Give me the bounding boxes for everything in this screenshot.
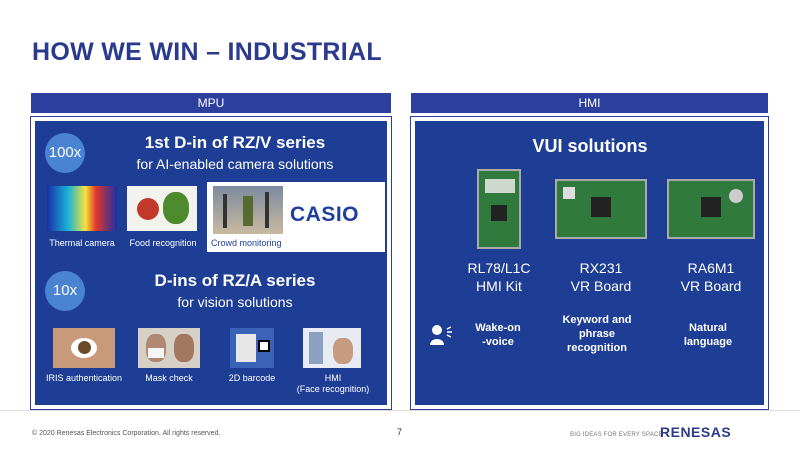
food-recognition-label: Food recognition: [129, 238, 197, 248]
rx231-board-image: [555, 179, 647, 239]
rzv-heading: 1st D-in of RZ/V series: [144, 133, 326, 152]
crowd-monitoring-image: [213, 186, 283, 234]
feature-natural-language: Natural language: [683, 322, 733, 348]
rl78-board-image: [477, 169, 521, 249]
ra6m1-board-image: [667, 179, 755, 239]
hmi-panel-header: HMI: [411, 93, 768, 113]
page-number: 7: [397, 427, 403, 437]
tagline: BIG IDEAS FOR EVERY SPACE: [570, 432, 663, 438]
thermal-camera-image: [47, 186, 117, 231]
casio-logo: CASIO: [290, 203, 360, 226]
crowd-monitoring-label: Crowd monitoring: [211, 238, 282, 248]
thermal-camera-label: Thermal camera: [49, 238, 115, 248]
footer-divider: [0, 410, 800, 411]
hmi-face-recognition-label: HMI (Face recognition): [296, 373, 370, 394]
hmi-panel: HMI VUI solutions RL78/L1C HMI Kit RX231…: [410, 93, 769, 410]
barcode-image: [230, 328, 274, 368]
mpu-panel-header: MPU: [31, 93, 391, 113]
rzv-badge: 100x: [45, 133, 85, 173]
iris-authentication-image: [53, 328, 115, 368]
rl78-board-name: RL78/L1C HMI Kit: [467, 260, 531, 294]
rza-subheading: for vision solutions: [177, 294, 293, 310]
mask-check-image: [138, 328, 200, 368]
food-recognition-image: [127, 186, 197, 231]
voice-icon: [429, 323, 455, 347]
renesas-logo: RENESAS: [660, 424, 732, 440]
barcode-label: 2D barcode: [228, 373, 276, 383]
mask-check-label: Mask check: [145, 373, 193, 383]
feature-wake-on-voice: Wake-on -voice: [475, 322, 521, 348]
vui-heading: VUI solutions: [532, 136, 648, 156]
feature-keyword-recognition: Keyword and phrase recognition: [562, 314, 632, 354]
hmi-panel-body: VUI solutions RL78/L1C HMI Kit RX231 VR …: [410, 116, 769, 410]
mpu-panel-body: 100x 1st D-in of RZ/V series for AI-enab…: [30, 116, 392, 410]
mpu-panel: MPU 100x 1st D-in of RZ/V series for AI-…: [30, 93, 392, 410]
iris-authentication-label: IRIS authentication: [45, 373, 123, 383]
page-title: HOW WE WIN – INDUSTRIAL: [32, 38, 382, 66]
ra6m1-board-name: RA6M1 VR Board: [680, 260, 742, 294]
rza-badge: 10x: [45, 271, 85, 311]
rzv-subheading: for AI-enabled camera solutions: [136, 156, 334, 172]
hmi-face-recognition-image: [303, 328, 361, 368]
copyright-text: © 2020 Renesas Electronics Corporation. …: [32, 430, 221, 437]
rx231-board-name: RX231 VR Board: [570, 260, 632, 294]
rza-heading: D-ins of RZ/A series: [154, 271, 316, 290]
